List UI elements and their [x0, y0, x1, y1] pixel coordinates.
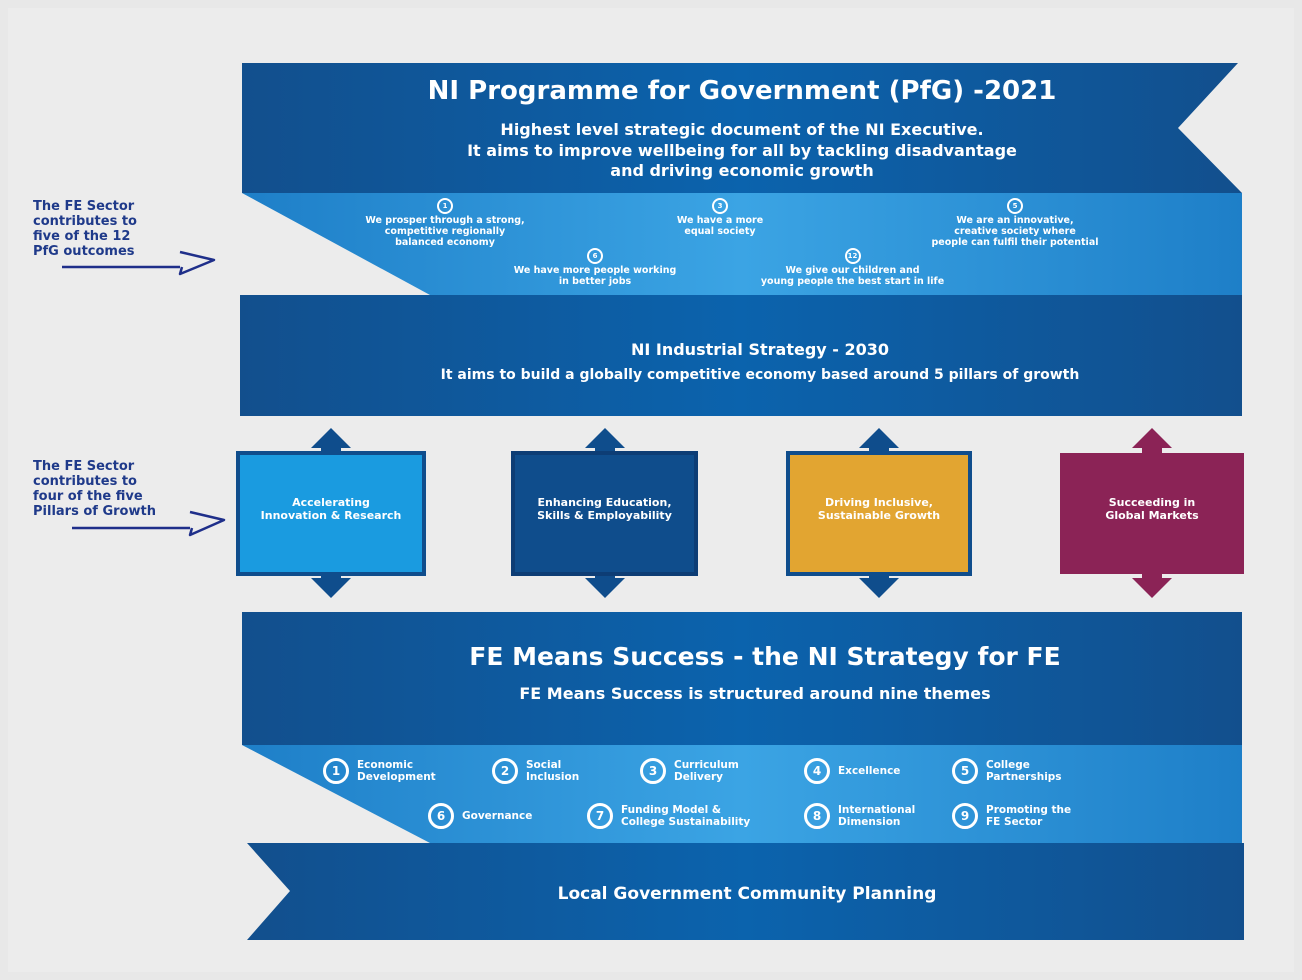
pillar-box-4 — [1060, 453, 1244, 574]
side-note-line: five of the 12 — [33, 229, 131, 244]
pfg-outcome-6: 6 We have more people working in better … — [480, 248, 710, 287]
outcome-text: We give our children and — [785, 265, 920, 276]
theme-6: 6 Governance — [428, 803, 532, 829]
side-note-line: four of the five — [33, 489, 143, 504]
pillar-label-4: Succeeding in Global Markets — [1060, 496, 1244, 522]
outcome-text: We prosper through a strong, — [365, 215, 525, 226]
theme-7: 7 Funding Model &College Sustainability — [587, 803, 750, 829]
pillar-text: Driving Inclusive, — [825, 496, 933, 509]
pillar-label-3: Driving Inclusive, Sustainable Growth — [790, 496, 968, 522]
theme-number-badge: 1 — [323, 758, 349, 784]
pfg-outcomes-band — [242, 193, 1242, 295]
theme-4: 4 Excellence — [804, 758, 900, 784]
outcome-text: We have a more — [676, 215, 764, 226]
theme-number-badge: 9 — [952, 803, 978, 829]
side-note-line: The FE Sector — [33, 199, 135, 214]
side-note-line: contributes to — [33, 474, 137, 489]
outcome-text: creative society where — [954, 226, 1076, 237]
pillar-label-1: Accelerating Innovation & Research — [240, 496, 422, 522]
outcome-number-badge: 5 — [1007, 198, 1023, 214]
pillar-text: Global Markets — [1105, 509, 1199, 522]
pfg-desc-2: It aims to improve wellbeing for all by … — [467, 141, 1017, 160]
side-note-outcomes: The FE Sector contributes to five of the… — [33, 199, 137, 259]
pillar-text: Succeeding in — [1108, 496, 1196, 509]
pfg-outcome-5: 5 We are an innovative, creative society… — [895, 198, 1135, 248]
outcome-number-badge: 12 — [844, 248, 861, 264]
side-note-line: PfG outcomes — [33, 244, 135, 259]
outcome-text: We are an innovative, — [956, 215, 1074, 226]
outcome-text: people can fulfil their potential — [931, 237, 1099, 248]
outcome-text: equal society — [684, 226, 756, 237]
fe-title: FE Means Success - the NI Strategy for F… — [469, 642, 1061, 671]
local-title: Local Government Community Planning — [557, 884, 937, 904]
outcome-number-badge: 6 — [587, 248, 603, 264]
theme-number-badge: 7 — [587, 803, 613, 829]
industrial-title: NI Industrial Strategy - 2030 — [630, 340, 890, 359]
side-note-line: contributes to — [33, 214, 137, 229]
pillar-box-1 — [236, 451, 426, 576]
pfg-outcome-12: 12 We give our children and young people… — [725, 248, 980, 287]
pfg-outcome-3: 3 We have a more equal society — [640, 198, 800, 237]
outcome-text: in better jobs — [558, 276, 632, 287]
theme-text: Funding Model &College Sustainability — [621, 804, 751, 828]
pillar-label-2: Enhancing Education, Skills & Employabil… — [515, 496, 694, 522]
pillar-text: Sustainable Growth — [817, 509, 941, 522]
pillar-arrows — [311, 428, 1172, 598]
pillar-text: Skills & Employability — [537, 509, 672, 522]
outcome-number-badge: 1 — [437, 198, 453, 214]
outcome-text: young people the best start in life — [760, 276, 945, 287]
pillar-box-3 — [786, 451, 972, 576]
theme-number-badge: 5 — [952, 758, 978, 784]
theme-number-badge: 4 — [804, 758, 830, 784]
industrial-desc: It aims to build a globally competitive … — [440, 367, 1080, 383]
fe-banner — [242, 612, 1242, 745]
outcome-number-badge: 3 — [712, 198, 728, 214]
side-note-line: Pillars of Growth — [33, 504, 156, 519]
side-arrows — [62, 250, 226, 537]
outcome-text: balanced economy — [395, 237, 495, 248]
pillar-box-2 — [511, 451, 698, 576]
pillar-text: Accelerating — [292, 496, 370, 509]
theme-text: Governance — [462, 810, 533, 822]
industrial-banner — [240, 295, 1242, 416]
outcome-text: competitive regionally — [384, 226, 506, 237]
pfg-banner — [242, 63, 1242, 193]
side-note-line: The FE Sector — [33, 459, 135, 474]
local-banner — [247, 843, 1244, 940]
pfg-title: NI Programme for Government (PfG) -2021 — [427, 76, 1057, 106]
fe-desc: FE Means Success is structured around ni… — [519, 684, 991, 703]
outcome-text: We have more people working — [513, 265, 677, 276]
theme-number-badge: 2 — [492, 758, 518, 784]
pfg-desc-1: Highest level strategic document of the … — [500, 120, 984, 139]
theme-number-badge: 6 — [428, 803, 454, 829]
pfg-desc-3: and driving economic growth — [610, 161, 874, 180]
theme-number-badge: 3 — [640, 758, 666, 784]
theme-text: Excellence — [838, 765, 901, 777]
theme-number-badge: 8 — [804, 803, 830, 829]
side-note-pillars: The FE Sector contributes to four of the… — [33, 459, 156, 519]
pillar-text: Innovation & Research — [260, 509, 402, 522]
pfg-outcome-1: 1 We prosper through a strong, competiti… — [330, 198, 560, 248]
pillar-text: Enhancing Education, — [537, 496, 672, 509]
